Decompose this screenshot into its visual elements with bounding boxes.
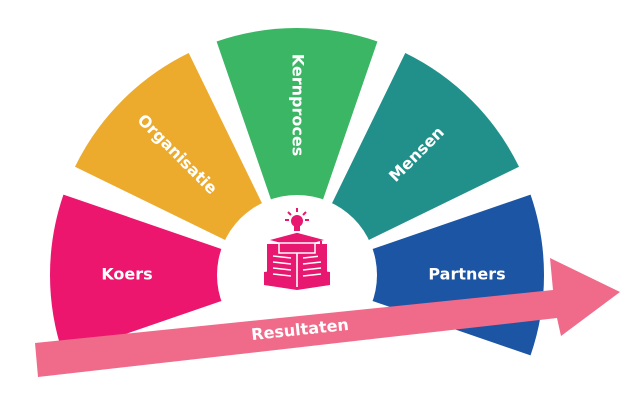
graduation-book-lightbulb-icon <box>264 208 330 290</box>
segment-kernproces: Kernproces <box>216 27 378 209</box>
segment-shape <box>50 194 231 356</box>
segment-shape <box>216 27 378 209</box>
results-arrow: Resultaten <box>35 258 620 377</box>
segment-label: Partners <box>428 265 505 284</box>
segment-koers: Koers <box>50 194 231 356</box>
segment-mensen: Mensen <box>327 52 520 245</box>
segment-shape <box>74 52 267 245</box>
segment-organisatie: Organisatie <box>74 52 267 245</box>
results-arrow-shape <box>35 258 620 377</box>
segment-label: Koers <box>101 265 152 284</box>
segment-label: Kernproces <box>289 54 308 156</box>
segment-shape <box>327 52 520 245</box>
